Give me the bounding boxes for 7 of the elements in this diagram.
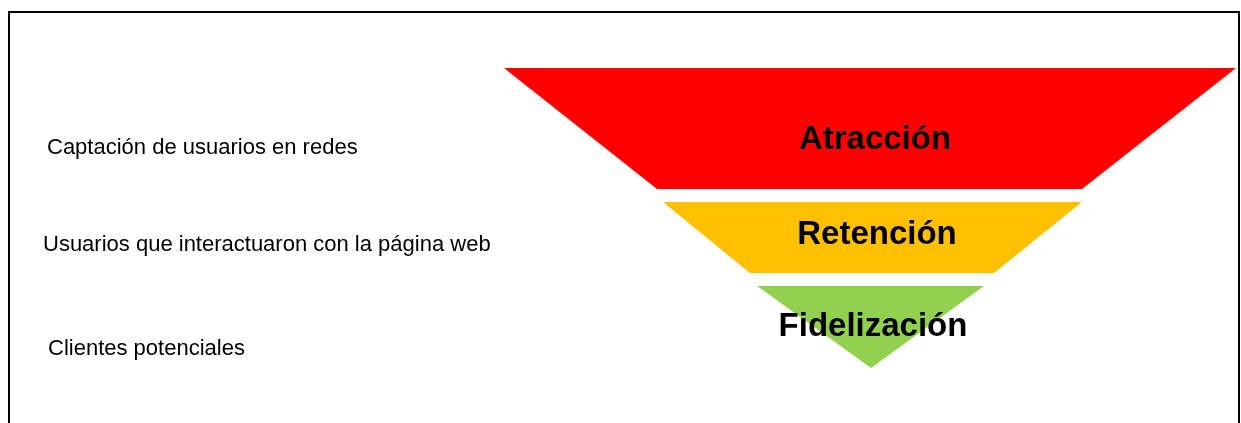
funnel-segment	[663, 202, 1082, 273]
stage-name: Retención	[797, 214, 957, 252]
stage-name: Atracción	[798, 119, 952, 157]
funnel-segment	[504, 68, 1236, 189]
stage-description: Clientes potenciales	[48, 335, 245, 361]
stage-description: Captación de usuarios en redes	[47, 134, 358, 160]
stage-description: Usuarios que interactuaron con la página web	[43, 231, 491, 257]
